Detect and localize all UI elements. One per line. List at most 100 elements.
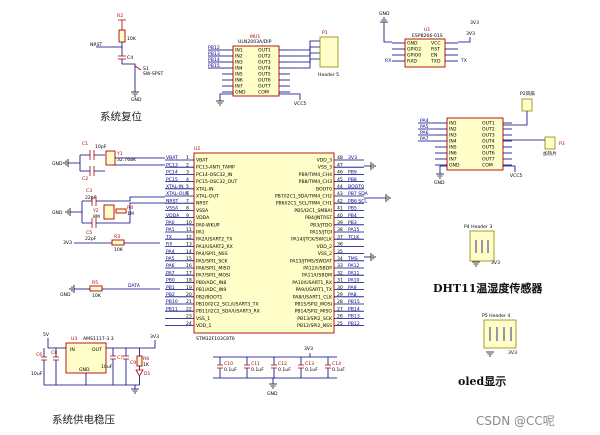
mcu-net-right: PB15 — [348, 299, 360, 305]
heater-label: 加热片 — [543, 150, 557, 157]
driver-top-pin-in: IN3 — [235, 60, 243, 66]
driver-top-pin-out: OUT5 — [258, 72, 271, 78]
mcu-pin-num: 1 — [186, 155, 189, 161]
power-ref: U3 — [71, 336, 77, 342]
mcu-pin-num: 18 — [186, 278, 192, 284]
c5-value: 22pF — [85, 236, 97, 242]
mcu-pin-left: VDD_1 — [196, 323, 212, 329]
mcu-pin-num: 19 — [186, 285, 192, 291]
mcu-pin-num: 30 — [337, 285, 343, 291]
c7-value: 10uF — [101, 364, 113, 370]
mcu-pin-num: 25 — [337, 321, 343, 327]
reset-gnd: GND — [131, 97, 142, 103]
decoupling-capacitor — [298, 364, 304, 369]
data-net: DATA — [128, 283, 141, 289]
dht11-header: P4 Header 3 3V3 — [464, 224, 500, 267]
mcu-pin-left: PC15-OSC32_OUT — [196, 179, 237, 185]
driver-top-pin-out: OUT4 — [258, 66, 271, 72]
esp-pin-left: RXD — [407, 59, 417, 65]
power-part: AMS1117-3.3 — [83, 336, 114, 342]
mcu-pin-num: 34 — [337, 256, 343, 262]
crystal-gnd-2: GND — [52, 210, 63, 216]
decoupling-cap-value: 0.1uF — [332, 367, 345, 373]
esp-ref: U1 — [424, 27, 430, 33]
power-pin-gnd: GND — [79, 367, 90, 373]
oled-vcc: 3V3 — [508, 350, 517, 356]
watermark: CSDN @CC呢 — [476, 414, 555, 428]
reset-resistor — [118, 29, 126, 43]
mcu-pin-num: 9 — [186, 213, 189, 219]
mcu-pin-num: 3 — [186, 170, 189, 176]
decoupling-cap-ref: C11 — [251, 361, 260, 367]
mcu-pin-num: 6 — [186, 191, 189, 197]
c3-ref: C3 — [86, 188, 92, 194]
driver-right-pin-in: IN3 — [449, 133, 457, 139]
driver-top-pin-in: IN6 — [235, 78, 243, 84]
mcu-pin-num: 28 — [337, 299, 343, 305]
c8-ref: C8 — [51, 350, 57, 356]
mcu-net-left: PB2 — [166, 292, 175, 298]
r5-ref: R5 — [92, 280, 98, 286]
mcu-net-right: BOOT0 — [348, 184, 364, 190]
y2-ref: Y2 — [92, 208, 99, 214]
y1-ref: Y1 — [116, 151, 123, 157]
mcu-pin-right: PB7/I2C1_SDA/TIM4_CH2 — [275, 194, 332, 200]
caption-dht11: DHT11温湿度传感器 — [433, 281, 543, 295]
driver-top-header — [319, 36, 339, 68]
r5-value: 10K — [92, 293, 102, 299]
mcu-pin-left: PB11/I2C2_SDA/USART3_RX — [196, 309, 260, 315]
driver-right-pin-out: OUT2 — [482, 127, 495, 133]
led-ref: D1 — [144, 371, 151, 377]
decoupling-cap-value: 0.1uF — [251, 367, 264, 373]
reset-c-ref: C4 — [127, 55, 133, 61]
driver-top-pin-in: IN4 — [235, 66, 243, 72]
mcu-pin-left: NRST — [196, 201, 209, 207]
mcu-pin-right: PB15/SPI2_MOSI — [295, 302, 332, 308]
r4-ref: R4 — [127, 205, 133, 211]
mcu-net-right: PB12 — [348, 321, 360, 327]
gnd-symbol — [385, 194, 391, 202]
gnd-symbol — [370, 253, 376, 261]
driver-right-pin-out: OUT4 — [482, 139, 495, 145]
mcu-pin-num: 15 — [186, 256, 192, 262]
mcu-pin-num: 48 — [337, 155, 343, 161]
mcu-pin-right: PB8/TIM4_CH3 — [299, 179, 332, 185]
mcu-net-left: RX — [166, 242, 172, 248]
mcu-pin-right: VDD_3 — [317, 158, 333, 164]
driver-right-pin-out: OUT5 — [482, 145, 495, 151]
driver-right-body — [446, 117, 504, 171]
mcu-pin-num: 42 — [337, 198, 343, 204]
r3-ref: R3 — [114, 234, 120, 240]
power-pin-in: IN — [70, 347, 75, 353]
reset-switch — [134, 65, 142, 71]
esp-pin-left: GPIO2 — [407, 47, 421, 53]
heater-connector — [544, 136, 556, 150]
mcu-part: STM32F103C8T6 — [196, 336, 235, 342]
power-resistor — [136, 355, 143, 367]
dht11-vcc: 3V3 — [491, 260, 500, 266]
esp-pin-right: EN — [431, 53, 437, 59]
mcu-net-right: PA8 — [348, 292, 357, 298]
mcu-pin-right: VSS_2 — [318, 251, 332, 257]
mcu-net-right: PB3 — [348, 220, 357, 226]
decoupling-cap-ref: C10 — [224, 361, 233, 367]
c2-ref: C2 — [82, 176, 88, 182]
driver-right-pin-out: OUT3 — [482, 133, 495, 139]
mcu-net-right: PB8 — [348, 177, 357, 183]
mcu-pin-num: 39 — [337, 220, 343, 226]
mcu-pin-right: PA10/USART1_RX — [292, 280, 332, 286]
driver-top-vcc: VCC5 — [294, 101, 307, 107]
mcu-pin-num: 5 — [186, 184, 189, 190]
decoupling-cap-ref: C13 — [305, 361, 314, 367]
mcu-pin-left: PA0-WKUP — [196, 222, 220, 228]
mcu-net-left: VBAT — [166, 155, 178, 161]
mcu-pin-right: PA15/JTDI — [310, 230, 332, 236]
driver-right-pin-in: IN6 — [449, 151, 457, 157]
boot-3v3: 3V3 — [63, 240, 72, 246]
driver-top-ref: MU1 — [250, 34, 260, 40]
r6-value: 1K — [143, 362, 150, 368]
mcu-net-right: TMS — [347, 256, 358, 262]
esp-vcc: 3V3 — [466, 31, 475, 37]
gnd-symbol — [370, 162, 376, 170]
mcu-net-left: PC13 — [166, 162, 178, 168]
